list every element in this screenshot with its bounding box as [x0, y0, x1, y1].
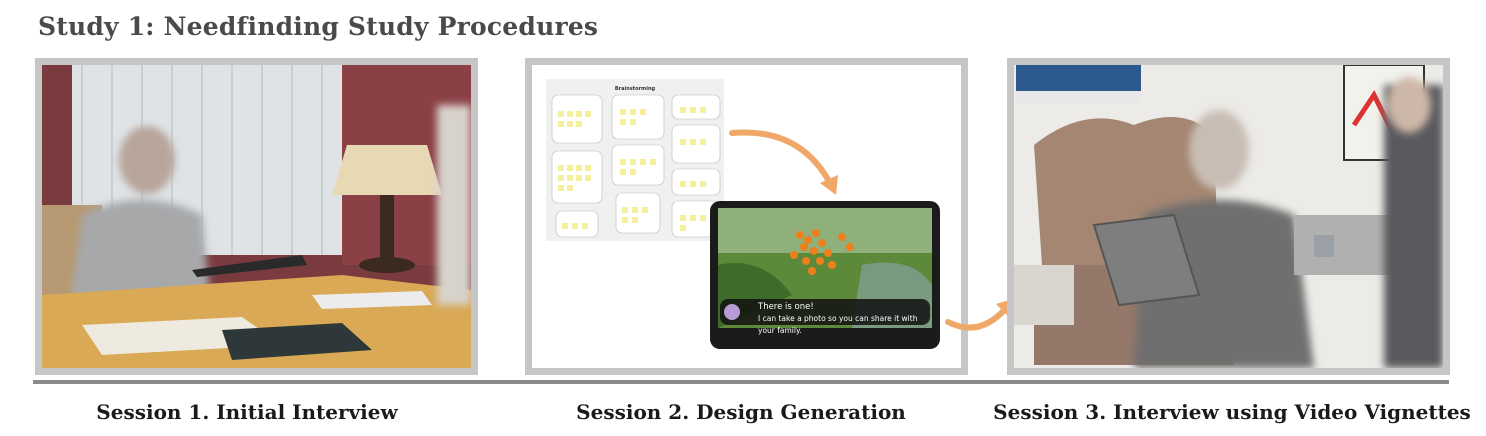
tablet-caption-line1: There is one!: [758, 302, 814, 312]
session2-caption: Session 2. Design Generation: [576, 400, 906, 424]
board-title-text: Brainstorming: [615, 86, 656, 92]
tablet-device: [1092, 213, 1201, 307]
session3-photo-frame: [1007, 58, 1450, 375]
session2-image-frame: Brainstorming: [525, 58, 968, 375]
session1-photo-frame: [35, 58, 478, 375]
session3-photo: [1014, 65, 1443, 368]
session1-photo: [42, 65, 471, 368]
tablet-caption-line2: I can take a photo so you can share it w…: [758, 314, 918, 335]
session1-caption: Session 1. Initial Interview: [96, 400, 398, 424]
flow-arrow-1: [729, 129, 835, 190]
interview-scene-illustration: [42, 65, 471, 368]
section-divider: [33, 380, 1449, 384]
session3-caption: Session 3. Interview using Video Vignett…: [993, 400, 1471, 424]
vignette-interview-illustration: [1014, 65, 1443, 368]
flow-arrow-1-head: [820, 175, 838, 195]
session2-image: Brainstorming: [532, 65, 961, 368]
figure-title: Study 1: Needfinding Study Procedures: [38, 12, 599, 41]
avatar-icon: [724, 304, 740, 320]
tablet-caption: There is one! I can take a photo so you …: [758, 301, 918, 337]
brainstorm-board: Brainstorming: [546, 79, 940, 349]
